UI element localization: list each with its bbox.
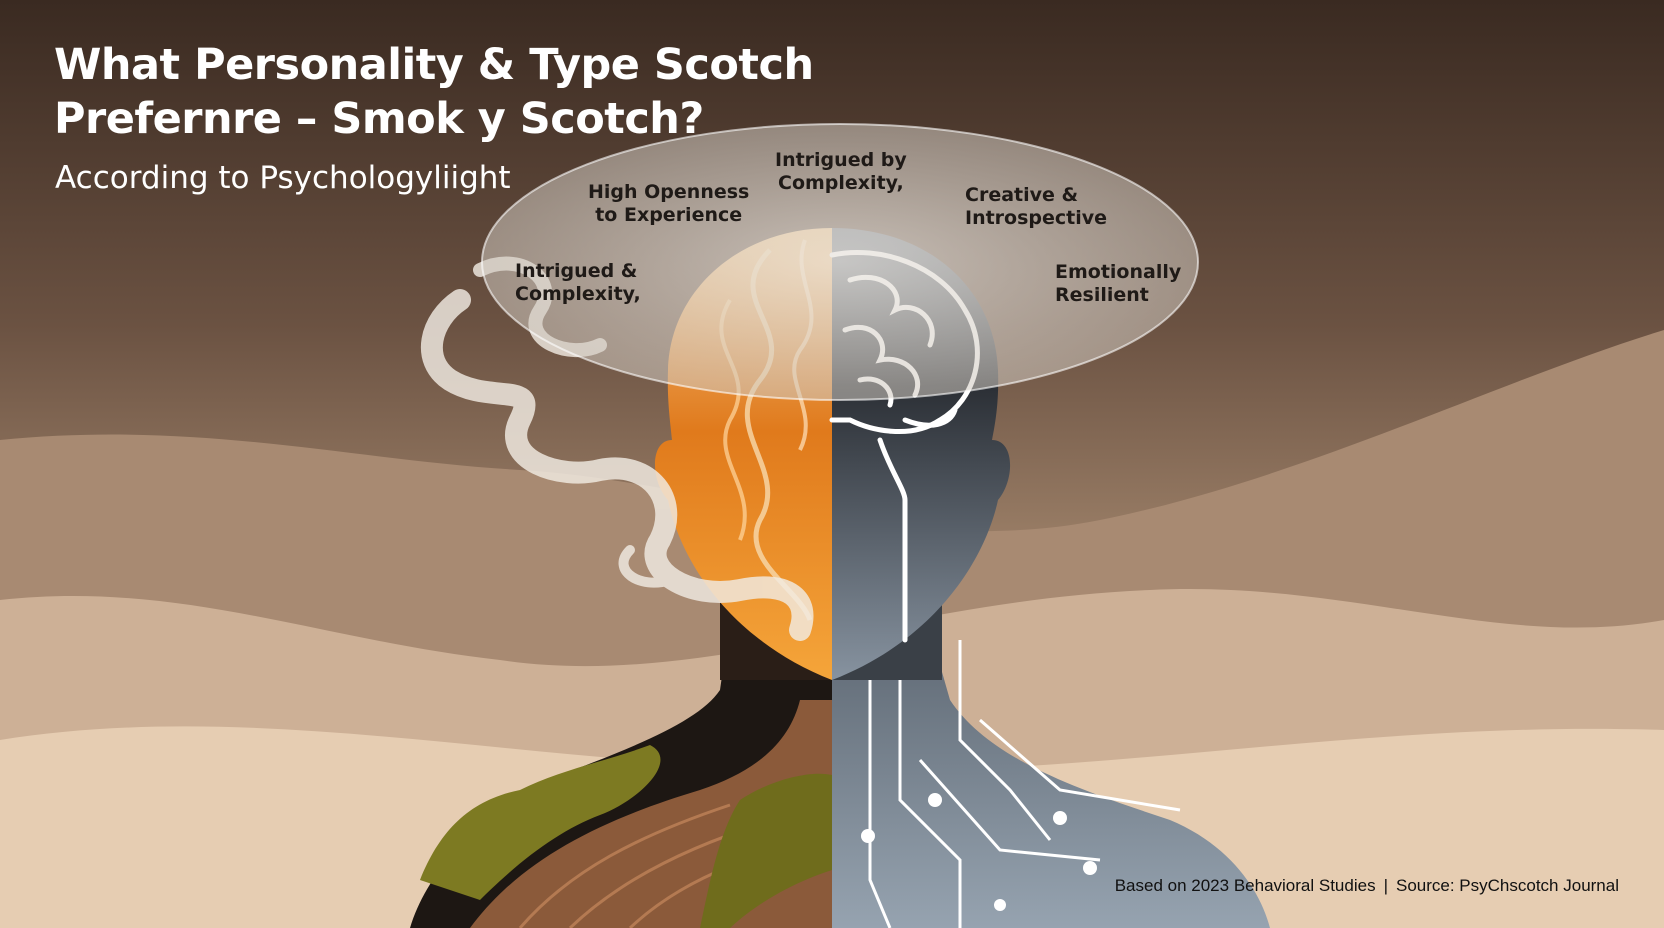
- moss: [420, 745, 661, 900]
- trait-creative-introspective: Creative & Introspective: [965, 184, 1108, 229]
- footer-studies: Based on 2023 Behavioral Studies: [1114, 876, 1376, 895]
- circuit-body: [832, 630, 1270, 928]
- moss: [700, 773, 832, 928]
- footer-source: Source: PsyChscotch Journal: [1396, 876, 1619, 895]
- title-line-2: Prefernre – Smok y Scotch?: [54, 94, 704, 144]
- footer-credit: Based on 2023 Behavioral Studies | Source:…: [1115, 876, 1619, 896]
- page-title: What Personality & Type Scotch Prefernre…: [54, 38, 814, 146]
- trait-high-openness: High Openness to Experience: [588, 181, 750, 226]
- trait-intrigued-by-complexity: Intrigued by Complexity,: [775, 149, 907, 194]
- title-line-1: What Personality & Type Scotch: [54, 40, 814, 90]
- trait-emotionally-resilient: Emotionally Resilient: [1055, 261, 1182, 306]
- footer-separator: |: [1383, 876, 1388, 895]
- trait-halo: [481, 123, 1199, 401]
- page-subtitle: According to Psychologyliight: [55, 160, 511, 196]
- trait-intrigued-complexity: Intrigued & Complexity,: [515, 260, 641, 305]
